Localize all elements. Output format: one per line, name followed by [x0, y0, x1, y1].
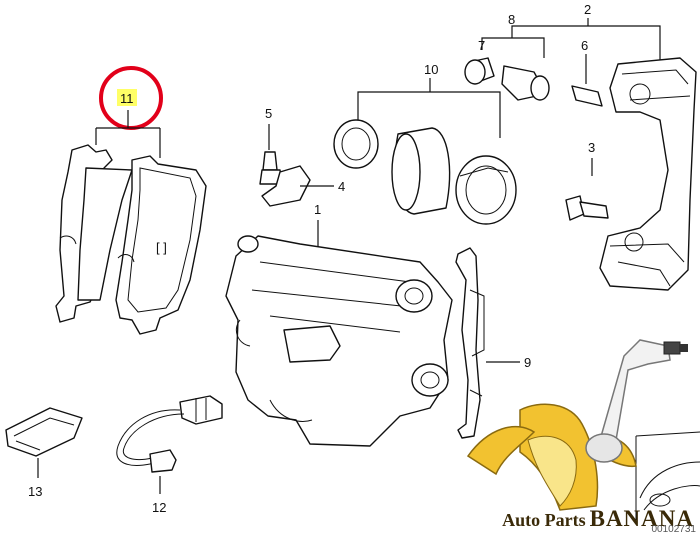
caliper-carrier: 2 [511, 2, 697, 291]
callout-label-3: 3 [588, 140, 595, 155]
caliper-housing: 1 [225, 202, 453, 447]
svg-text:[ ]: [ ] [156, 240, 167, 255]
bleeder-screw: 5 [259, 106, 283, 185]
callout-label-10: 10 [424, 62, 438, 77]
callout-11-highlight [117, 89, 137, 106]
mounting-bolt: 3 [565, 140, 609, 221]
callout-label-7: 7 [478, 38, 485, 53]
anti-rattle-spring: 9 [455, 247, 531, 439]
callout-label-5: 5 [265, 106, 272, 121]
bleeder-cap: 4 [261, 165, 345, 207]
watermark-line-1: Auto Parts [502, 510, 586, 530]
callout-label-11: 11 [120, 91, 134, 106]
brake-pads: [ ] [55, 144, 207, 335]
callout-label-6: 6 [581, 38, 588, 53]
grease-packet: 13 [5, 407, 83, 499]
guide-sleeves: 8 7 6 [464, 12, 603, 107]
watermark-graphic [466, 339, 688, 511]
callout-label-13: 13 [28, 484, 42, 499]
callout-label-8: 8 [508, 12, 515, 27]
watermark-text: Auto Parts BANANA [502, 506, 694, 532]
diagram-code: 00102731 [651, 524, 697, 535]
callout-label-1: 1 [314, 202, 321, 217]
callout-label-12: 12 [152, 500, 166, 515]
wear-sensor: 12 [116, 395, 223, 515]
callout-11[interactable]: 11 [95, 66, 163, 158]
callout-label-2: 2 [584, 2, 591, 17]
watermark-line-2: BANANA [589, 506, 694, 531]
callout-label-9: 9 [524, 355, 531, 370]
callout-label-4: 4 [338, 179, 345, 194]
piston-kit: 10 [333, 62, 517, 225]
vehicle-inset [635, 431, 700, 520]
